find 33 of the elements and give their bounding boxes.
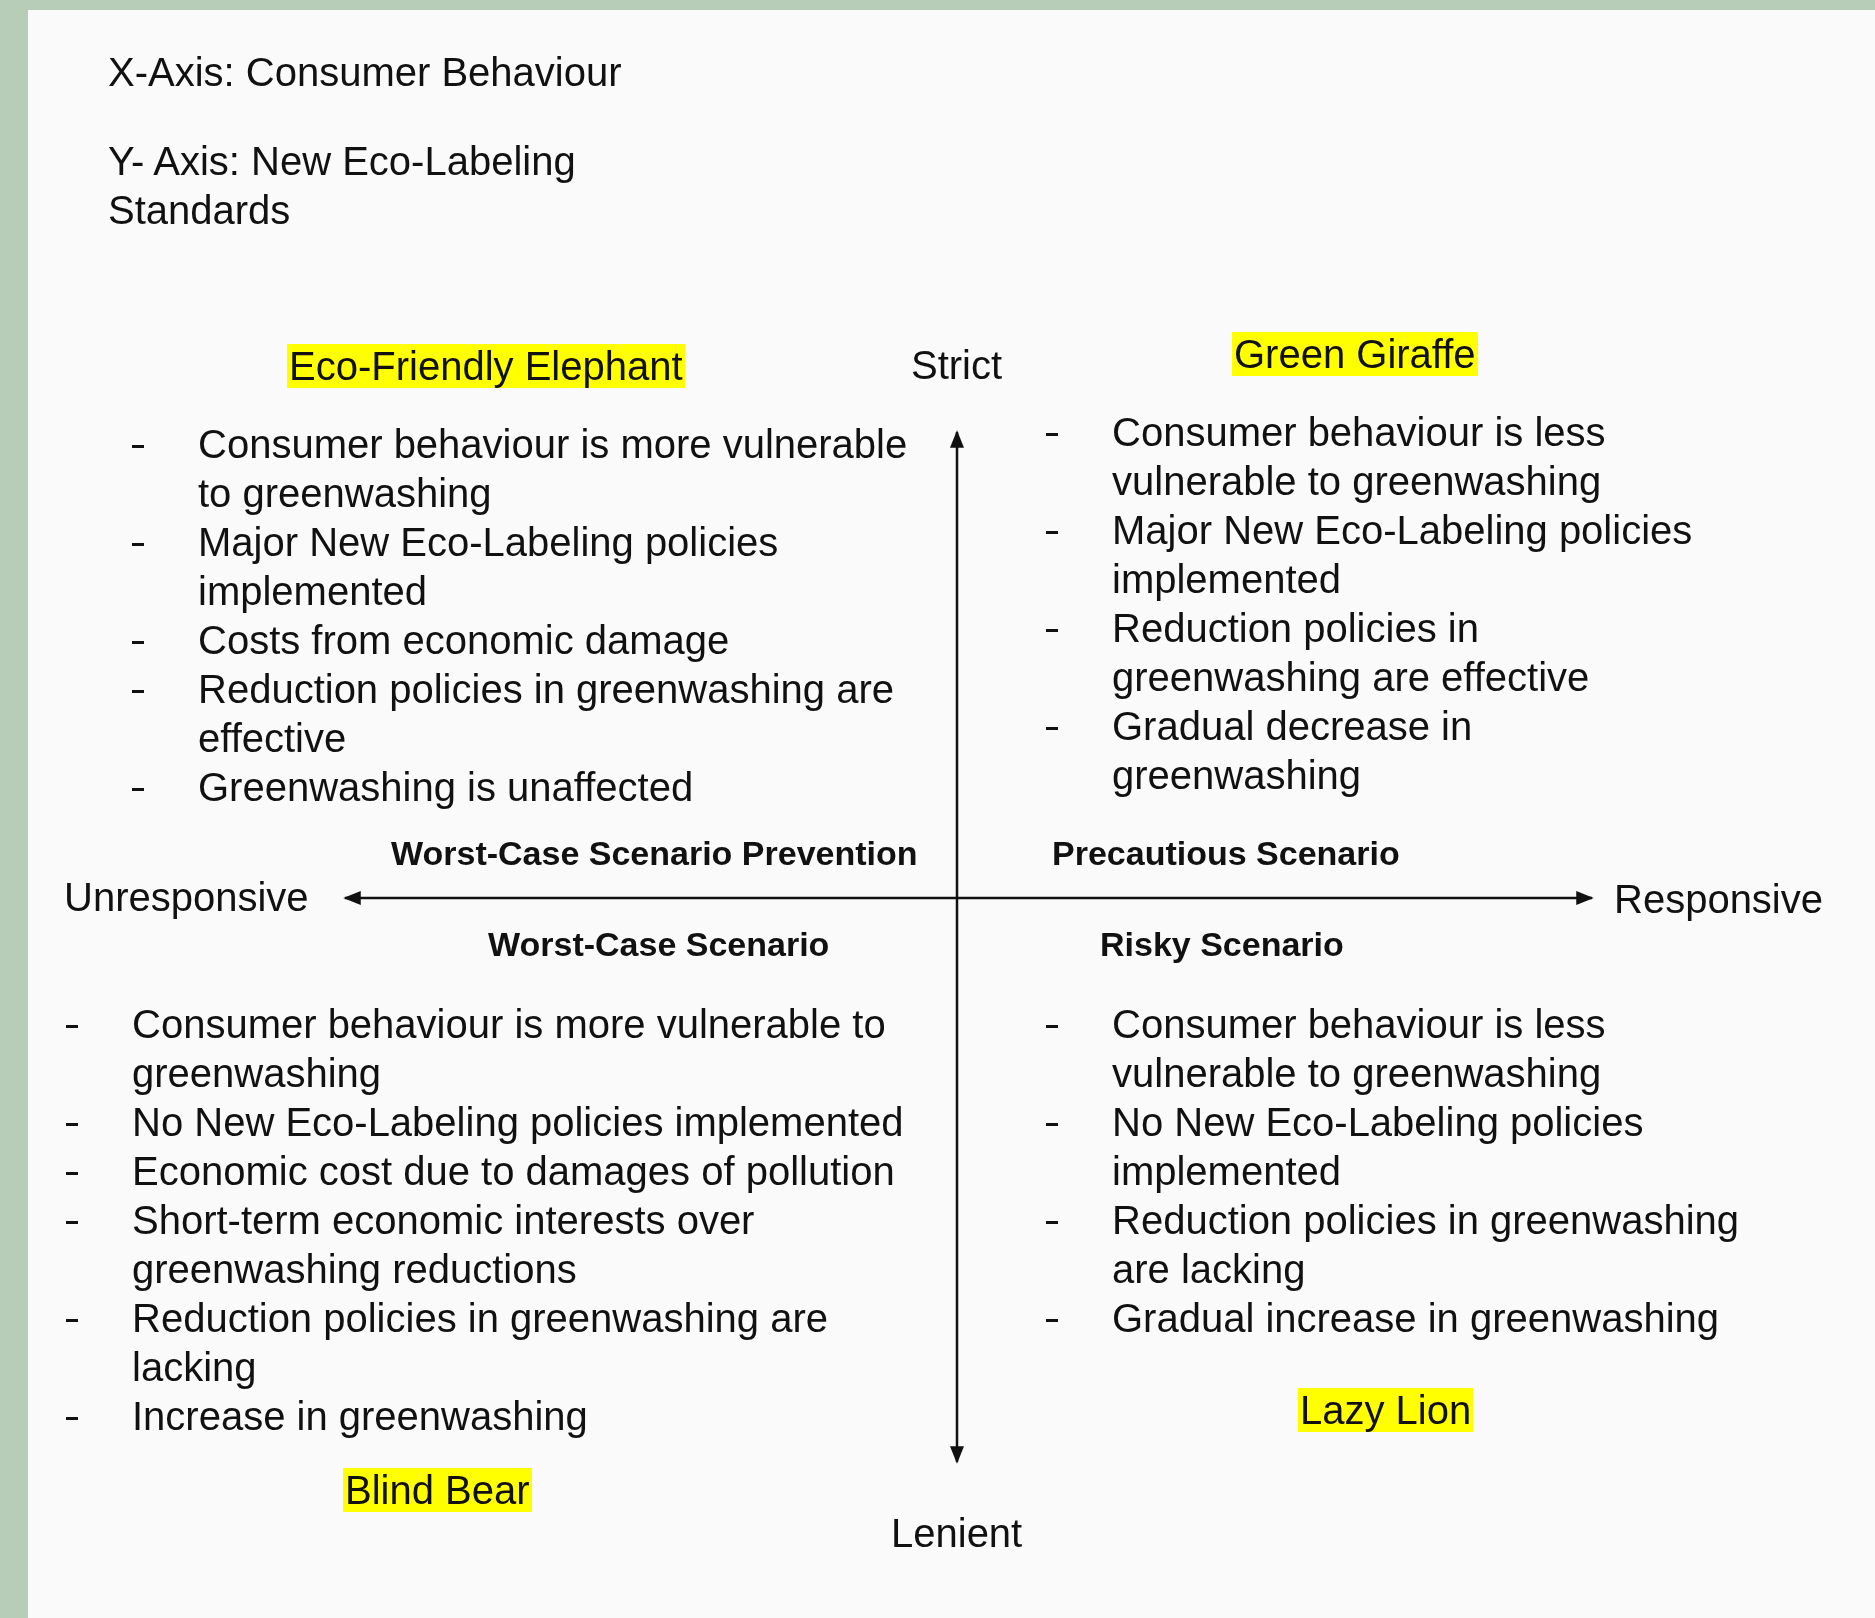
axis-label: Strict (911, 342, 1003, 389)
highlighted-title: Eco-Friendly Elephant (287, 344, 685, 388)
bullet-item: Reduction policies in greenwashing are effective (198, 666, 895, 762)
bullet-item: Economic cost due to damages of pollution (132, 1148, 896, 1195)
bullet-item: Gradual decrease in greenwashing (1112, 703, 1474, 799)
axis-label: Unresponsive (64, 874, 309, 921)
scenario-title: Worst-Case Scenario Prevention (391, 834, 918, 873)
bullet-item: No New Eco-Labeling policies implemented (132, 1099, 905, 1146)
bullet-item: Costs from economic damage (198, 617, 731, 664)
bullet-item: Consumer behaviour is more vulnerable to greenwashing (198, 421, 909, 517)
bullet-item: Greenwashing is unaffected (198, 764, 695, 811)
highlighted-title: Lazy Lion (1298, 1388, 1474, 1432)
axis-note: X-Axis: Consumer Behaviour (108, 49, 623, 96)
bullet-item: Major New Eco-Labeling policies implemented (198, 519, 780, 615)
bullet-item: Gradual increase in greenwashing (1112, 1295, 1721, 1342)
bullet-item: Increase in greenwashing (132, 1393, 589, 1440)
bullet-item: Reduction policies in greenwashing are lacking (132, 1295, 829, 1391)
bullet-item: No New Eco-Labeling policies implemented (1112, 1099, 1645, 1195)
scenario-title: Worst-Case Scenario (488, 925, 830, 964)
bullet-item: Reduction policies in greenwashing are lacking (1112, 1197, 1741, 1293)
axis-note: Y- Axis: New Eco-Labeling Standards (108, 138, 577, 234)
bullet-item: Major New Eco-Labeling policies implemented (1112, 507, 1694, 603)
bullet-item: Reduction policies in greenwashing are effective (1112, 605, 1591, 701)
bullet-item: Consumer behaviour is less vulnerable to greenwashing (1112, 409, 1607, 505)
bullet-item: Short-term economic interests over greenwashing reductions (132, 1197, 756, 1293)
highlighted-title: Blind Bear (343, 1468, 532, 1512)
highlighted-title: Green Giraffe (1232, 332, 1478, 376)
axis-label: Responsive (1614, 876, 1823, 923)
scenario-title: Precautious Scenario (1052, 834, 1400, 873)
axis-label: Lenient (891, 1510, 1023, 1557)
bullet-item: Consumer behaviour is less vulnerable to greenwashing (1112, 1001, 1607, 1097)
bullet-item: Consumer behaviour is more vulnerable to greenwashing (132, 1001, 887, 1097)
scenario-title: Risky Scenario (1100, 925, 1344, 964)
